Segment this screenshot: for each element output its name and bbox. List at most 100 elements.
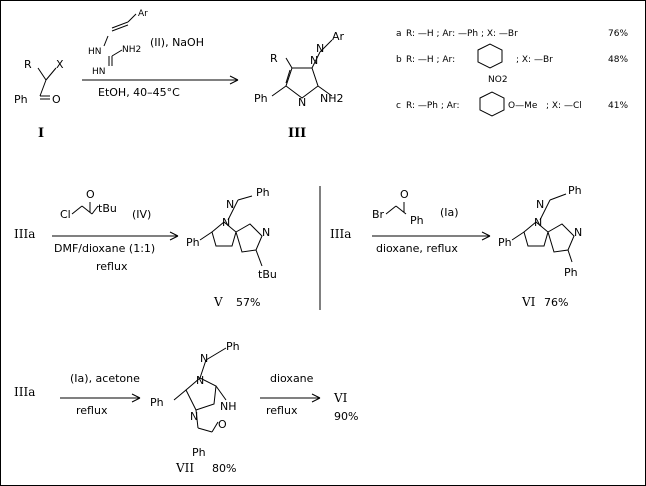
Ia-Br: Br bbox=[372, 208, 385, 221]
bond-line bbox=[539, 199, 551, 221]
Ia-O: O bbox=[400, 188, 409, 201]
variant-c-text-before: R: —Ph ; Ar: bbox=[406, 101, 460, 111]
bond-line bbox=[567, 249, 573, 263]
VI-Ph-2: Ph bbox=[564, 266, 578, 279]
product-V: N Ph N N Ph tBu V 57% bbox=[186, 186, 277, 309]
VI-N-imine: N bbox=[536, 198, 544, 211]
bond-line bbox=[481, 231, 491, 241]
bond-line bbox=[227, 199, 239, 221]
VII-Ph-imine: Ph bbox=[226, 340, 240, 353]
bottom-final-label: VI bbox=[333, 391, 348, 405]
VI-yield: 76% bbox=[544, 296, 568, 309]
reactant-label: I bbox=[38, 126, 44, 141]
V-N1: N bbox=[222, 216, 230, 229]
bottom-reagent-2: reflux bbox=[76, 404, 108, 417]
reagent-HN: HN bbox=[88, 47, 102, 57]
variant-b-sub: NO2 bbox=[488, 75, 508, 85]
VI-N1: N bbox=[534, 216, 542, 229]
bond-line bbox=[385, 205, 397, 215]
mr-start: IIIa bbox=[330, 227, 351, 241]
bond-line bbox=[71, 205, 83, 215]
reactant-O: O bbox=[52, 93, 61, 106]
top-reagent-line: (II), NaOH bbox=[150, 36, 204, 49]
bond-line bbox=[395, 205, 407, 215]
bond-line bbox=[81, 205, 93, 215]
VII-yield: 80% bbox=[212, 462, 236, 475]
bond-line bbox=[111, 24, 129, 32]
bond-line bbox=[173, 389, 187, 401]
V-N-imine: N bbox=[226, 198, 234, 211]
IV-tBu: tBu bbox=[98, 202, 117, 215]
reactant-Ph: Ph bbox=[14, 93, 28, 106]
VII-O: O bbox=[218, 418, 227, 431]
bond-line bbox=[169, 231, 179, 241]
bond-line bbox=[285, 69, 291, 84]
VI-N-ring: N bbox=[574, 226, 582, 239]
product-III: R N N Ar Ph N NH2 III bbox=[254, 30, 345, 141]
variant-b-text-after: ; X: —Br bbox=[516, 55, 553, 65]
bond-line bbox=[311, 393, 321, 403]
bond-line bbox=[199, 359, 207, 379]
bond-line bbox=[511, 231, 525, 241]
ml-conditions-1: DMF/dioxane (1:1) bbox=[54, 242, 155, 255]
reagent-II-structure: Ar HN NH2 HN bbox=[88, 9, 148, 77]
III-NH2: NH2 bbox=[320, 92, 344, 105]
bottom-step2-2: reflux bbox=[266, 404, 298, 417]
bottom-step2-1: dioxane bbox=[270, 372, 314, 385]
bond-line bbox=[211, 421, 219, 433]
variant-c-text-after: ; X: —Cl bbox=[546, 101, 582, 111]
III-Ar: Ar bbox=[332, 30, 345, 43]
top-conditions: EtOH, 40–45°C bbox=[98, 86, 180, 99]
variant-b-yield: 48% bbox=[608, 55, 628, 65]
variant-c-yield: 41% bbox=[608, 101, 628, 111]
bond-line bbox=[103, 35, 109, 47]
bond-line bbox=[285, 67, 319, 99]
VII-label: VII bbox=[175, 461, 194, 475]
Ia-Ph: Ph bbox=[410, 214, 424, 227]
bond-line bbox=[523, 221, 549, 247]
bond-line bbox=[131, 393, 141, 403]
III-N-imine: N bbox=[316, 42, 324, 55]
VII-NH: NH bbox=[220, 400, 237, 413]
VII-N1: N bbox=[196, 374, 204, 387]
VI-label: VI bbox=[521, 295, 536, 309]
VI-Ph-imine: Ph bbox=[568, 184, 582, 197]
variant-a-yield: 76% bbox=[608, 29, 628, 39]
intermediate-VII: N Ph N NH N Ph O Ph VII 80% bbox=[150, 340, 240, 475]
variant-c-ring bbox=[479, 91, 505, 117]
VII-Ph-2: Ph bbox=[192, 446, 206, 459]
V-Ph: Ph bbox=[186, 236, 200, 249]
V-tBu: tBu bbox=[258, 268, 277, 281]
bottom-start: IIIa bbox=[14, 385, 35, 399]
VI-Ph: Ph bbox=[498, 236, 512, 249]
bond-line bbox=[215, 385, 227, 401]
reagent-Ia-structure: Br O Ph bbox=[372, 188, 424, 227]
bond-line bbox=[317, 85, 333, 97]
product-VI: N Ph N N Ph Ph VI 76% bbox=[498, 184, 582, 309]
bond-line bbox=[205, 347, 227, 361]
variants-list: a R: —H ; Ar: —Ph ; X: —Br 76% b R: —H ;… bbox=[396, 29, 628, 117]
mr-conditions: dioxane, reflux bbox=[376, 242, 458, 255]
ml-reagent-label: (IV) bbox=[132, 208, 151, 221]
V-N-ring: N bbox=[262, 226, 270, 239]
reactant-R: R bbox=[24, 58, 32, 71]
product-label: III bbox=[288, 126, 306, 141]
bond-line bbox=[39, 79, 47, 97]
bond-line bbox=[195, 409, 199, 429]
V-yield: 57% bbox=[236, 296, 260, 309]
bond-line bbox=[199, 231, 213, 241]
bond-line bbox=[211, 221, 237, 247]
ml-conditions-2: reflux bbox=[96, 260, 128, 273]
reagent-Ar: Ar bbox=[138, 9, 148, 19]
III-N3: N bbox=[298, 96, 306, 109]
variant-b-ring bbox=[477, 43, 503, 69]
bond-line bbox=[235, 223, 263, 253]
ml-start: IIIa bbox=[14, 227, 35, 241]
V-label: V bbox=[213, 295, 223, 309]
reagent-NH2: NH2 bbox=[122, 45, 141, 55]
bottom-reagent-1: (Ia), acetone bbox=[70, 372, 140, 385]
bond-line bbox=[185, 377, 217, 411]
V-Ph-imine: Ph bbox=[256, 186, 270, 199]
reagent-IV-structure: Cl O tBu bbox=[60, 188, 117, 221]
